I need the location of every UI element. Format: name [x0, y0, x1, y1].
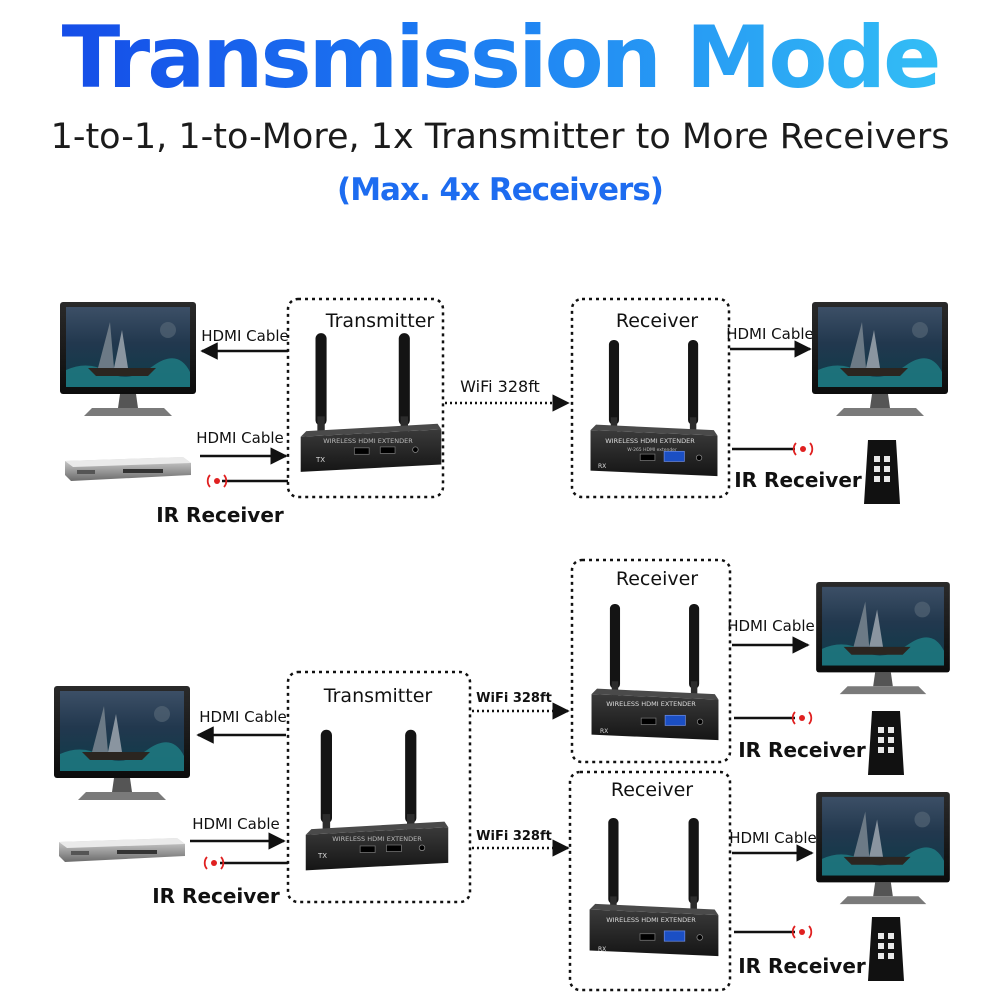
transmitter-device-icon: [300, 332, 442, 473]
hdmi-out-label: HDMI Cable: [201, 327, 289, 345]
transmitter-device-icon: [305, 729, 449, 871]
receiver-device-icon-2: [589, 817, 719, 957]
rx-hdmi-label-1: HDMI Cable: [727, 617, 815, 635]
rx-ir-receiver-label-2: IR Receiver: [738, 954, 866, 978]
tx-panel-text: WIRELESS HDMI EXTENDER: [332, 835, 422, 843]
page-subtitle: 1-to-1, 1-to-More, 1x Transmitter to Mor…: [50, 117, 950, 157]
rx-panel-text: WIRELESS HDMI EXTENDER: [605, 437, 695, 445]
receiver-box: [570, 297, 731, 499]
receiver-label-1: Receiver: [616, 568, 698, 590]
display-monitor-icon: [60, 302, 196, 416]
display-monitor-icon: [54, 686, 190, 800]
remote-control-icon-1: [868, 711, 904, 775]
rx-badge-2: RX: [598, 946, 606, 953]
transmitter-label: Transmitter: [323, 685, 433, 707]
tx-panel-text: WIRELESS HDMI EXTENDER: [323, 437, 413, 445]
rx-ir-receiver-label-1: IR Receiver: [738, 738, 866, 762]
receiver-label: Receiver: [616, 310, 698, 332]
tx-badge: TX: [315, 456, 325, 464]
wifi-range-label-2: WiFi 328ft: [476, 829, 552, 844]
ir-receiver-label: IR Receiver: [156, 503, 284, 527]
remote-monitor-icon-2: [816, 791, 950, 905]
remote-control-icon: [864, 440, 900, 504]
rx-hdmi-label-2: HDMI Cable: [729, 829, 817, 847]
transmitter-box: [286, 670, 472, 904]
rx-ir-receiver-icon-2: [791, 925, 813, 939]
receiver-device-icon-1: [591, 603, 719, 741]
tx-badge: TX: [317, 852, 327, 860]
remote-control-icon-2: [868, 917, 904, 981]
rx-ir-receiver-icon: [792, 442, 814, 456]
receiver-label-2: Receiver: [611, 779, 693, 801]
rx-badge: RX: [598, 463, 606, 470]
ir-receiver-label: IR Receiver: [152, 884, 280, 908]
receiver-box-2: [568, 770, 732, 992]
wifi-range-label: WiFi 328ft: [460, 377, 540, 396]
receiver-device-icon: [590, 339, 718, 477]
rx-badge-1: RX: [600, 728, 608, 735]
rx-panel-subtext: W-265 HDMI extender: [627, 447, 677, 453]
receiver-box-1: [570, 558, 732, 764]
transmitter-label: Transmitter: [325, 310, 435, 332]
rx-panel-text-1: WIRELESS HDMI EXTENDER: [606, 700, 696, 708]
rx-panel-text-2: WIRELESS HDMI EXTENDER: [606, 916, 696, 924]
hdmi-out-label: HDMI Cable: [199, 708, 287, 726]
diagram-one-to-more: Transmitter WIRELESS HDMI EXTENDER TX HD…: [54, 558, 950, 992]
diagram-one-to-one: Transmitter WIRELESS HDMI EXTENDER TX HD…: [60, 297, 948, 527]
page-title: Transmission Mode: [0, 8, 1000, 108]
hdmi-source-player-icon: [59, 838, 185, 862]
hdmi-in-label: HDMI Cable: [196, 429, 284, 447]
rx-ir-receiver-icon-1: [791, 711, 813, 725]
remote-monitor-icon: [812, 302, 948, 416]
wifi-range-label-1: WiFi 328ft: [476, 691, 552, 706]
rx-hdmi-label: HDMI Cable: [726, 325, 814, 343]
hdmi-source-player-icon: [65, 457, 191, 481]
transmitter-box: [286, 297, 445, 499]
hdmi-in-label: HDMI Cable: [192, 815, 280, 833]
max-receivers-note: (Max. 4x Receivers): [337, 172, 664, 208]
remote-monitor-icon-1: [816, 581, 950, 695]
rx-ir-receiver-label: IR Receiver: [734, 468, 862, 492]
